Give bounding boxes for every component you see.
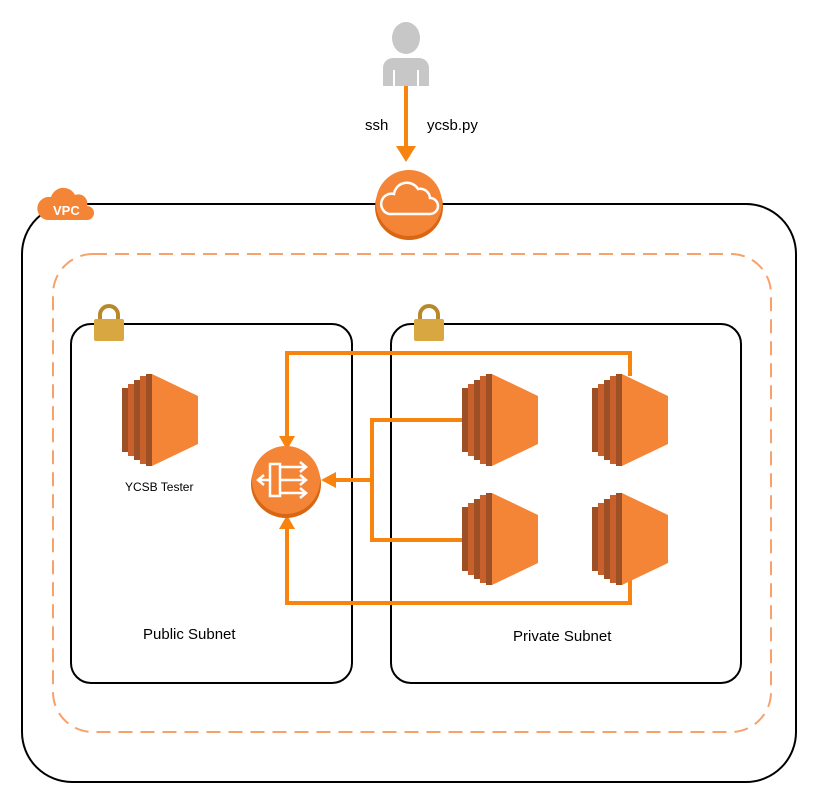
private-instance-1-icon bbox=[462, 374, 538, 466]
arrowhead-right bbox=[321, 472, 336, 488]
private-subnet-label: Private Subnet bbox=[513, 628, 612, 645]
user-icon bbox=[383, 22, 429, 86]
internet-gateway-icon bbox=[375, 170, 443, 240]
ycsb-tester-label: YCSB Tester bbox=[125, 480, 194, 494]
private-instance-3-icon bbox=[462, 493, 538, 585]
arrowhead-bottom bbox=[279, 515, 295, 529]
private-instance-2-icon bbox=[592, 374, 668, 466]
ycsb-script-label: ycsb.py bbox=[427, 117, 478, 134]
ssh-label: ssh bbox=[365, 117, 389, 134]
public-subnet-box bbox=[70, 323, 353, 684]
nat-connection-lines bbox=[285, 351, 632, 605]
public-subnet-padlock-icon bbox=[92, 304, 126, 343]
availability-zone-boundary bbox=[52, 253, 772, 733]
ssh-connection-arrow bbox=[396, 86, 416, 162]
ycsb-tester-instance-icon bbox=[122, 374, 198, 466]
private-subnet-box bbox=[390, 323, 742, 684]
private-subnet-padlock-icon bbox=[412, 304, 446, 343]
private-instance-4-icon bbox=[592, 493, 668, 585]
public-subnet-label: Public Subnet bbox=[143, 626, 236, 643]
vpc-cloud-icon: VPC bbox=[37, 187, 94, 220]
nat-gateway-icon bbox=[251, 446, 321, 518]
vpc-label: VPC bbox=[53, 203, 80, 218]
arrowhead-top bbox=[279, 436, 295, 450]
